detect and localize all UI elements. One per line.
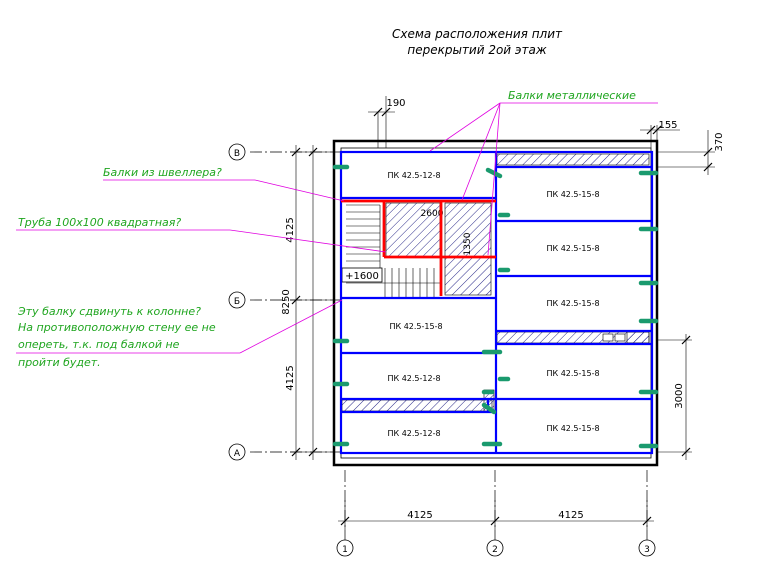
axis-label-3: 3 <box>644 545 650 555</box>
axis-marker-1 <box>336 539 354 557</box>
slab-left-top: ПК 42.5-12-8 <box>387 171 440 180</box>
hatch-strip-top-right <box>496 153 650 166</box>
dim-stair-2600: 2600 <box>421 209 444 219</box>
hatch-strip-mid-right <box>496 331 650 344</box>
note-move-beam-4: пройти будет. <box>18 356 101 369</box>
dim-8250: 8250 <box>281 289 292 314</box>
axis-label-b: Б <box>234 297 240 307</box>
axis-marker-v <box>228 143 246 161</box>
title-line-1: Схема расположения плит <box>392 27 563 41</box>
outer-wall <box>332 139 659 467</box>
note-move-beam-1: Эту балку сдвинуть к колонне? <box>17 305 201 318</box>
dim-3000: 3000 <box>674 383 685 408</box>
slab-right-4: ПК 42.5-15-8 <box>546 369 599 378</box>
slab-left-low2: ПК 42.5-12-8 <box>387 429 440 438</box>
dim-370: 370 <box>714 132 725 151</box>
hatch-strip-low-left <box>341 399 493 412</box>
note-square-tube: Труба 100х100 квадратная? <box>18 216 181 229</box>
leader-lines <box>16 102 658 354</box>
stair-hatch-right <box>444 202 492 296</box>
small-box-2 <box>614 333 626 342</box>
dim-4125-bottom-right: 4125 <box>558 510 583 521</box>
axis-marker-2 <box>486 539 504 557</box>
dimension-ticks <box>291 107 713 526</box>
axis-label-a: А <box>234 449 241 459</box>
axis-label-v: В <box>234 149 240 159</box>
dim-4125-left-top: 4125 <box>285 217 296 242</box>
axis-marker-a <box>228 443 246 461</box>
stair-hatch-left <box>385 202 441 258</box>
dim-4125-left-bottom: 4125 <box>285 365 296 390</box>
dim-4125-bottom-left: 4125 <box>407 510 432 521</box>
title-line-2: перекрытий 2ой этаж <box>407 43 546 57</box>
note-move-beam-2: На противоположную стену ее не <box>18 321 216 334</box>
dim-155: 155 <box>658 120 677 131</box>
stair-area <box>346 204 440 297</box>
slab-right-5: ПК 42.5-15-8 <box>546 424 599 433</box>
note-move-beam-3: опереть, т.к. под балкой не <box>18 338 180 351</box>
slab-right-3: ПК 42.5-15-8 <box>546 299 599 308</box>
slab-left-mid: ПК 42.5-15-8 <box>389 322 442 331</box>
slab-right-2: ПК 42.5-15-8 <box>546 244 599 253</box>
axis-label-1: 1 <box>342 545 348 555</box>
slab-right-1: ПК 42.5-15-8 <box>546 190 599 199</box>
axis-label-2: 2 <box>492 545 498 555</box>
hatch-box-end <box>626 331 650 344</box>
level-mark: +1600 <box>345 271 379 282</box>
dim-stair-1350: 1350 <box>463 232 473 255</box>
note-metal-beams: Балки металлические <box>508 89 636 102</box>
anchors <box>332 164 659 449</box>
dim-190: 190 <box>386 98 405 109</box>
slab-left-low1: ПК 42.5-12-8 <box>387 374 440 383</box>
axis-marker-b <box>228 291 246 309</box>
channel-beams <box>341 199 496 296</box>
small-box-1 <box>602 333 614 342</box>
dimension-lines <box>290 96 715 530</box>
axis-marker-3 <box>638 539 656 557</box>
axis-markers: В Б А 1 2 3 <box>228 143 656 557</box>
note-channel-beams: Балки из швеллера? <box>103 166 222 179</box>
